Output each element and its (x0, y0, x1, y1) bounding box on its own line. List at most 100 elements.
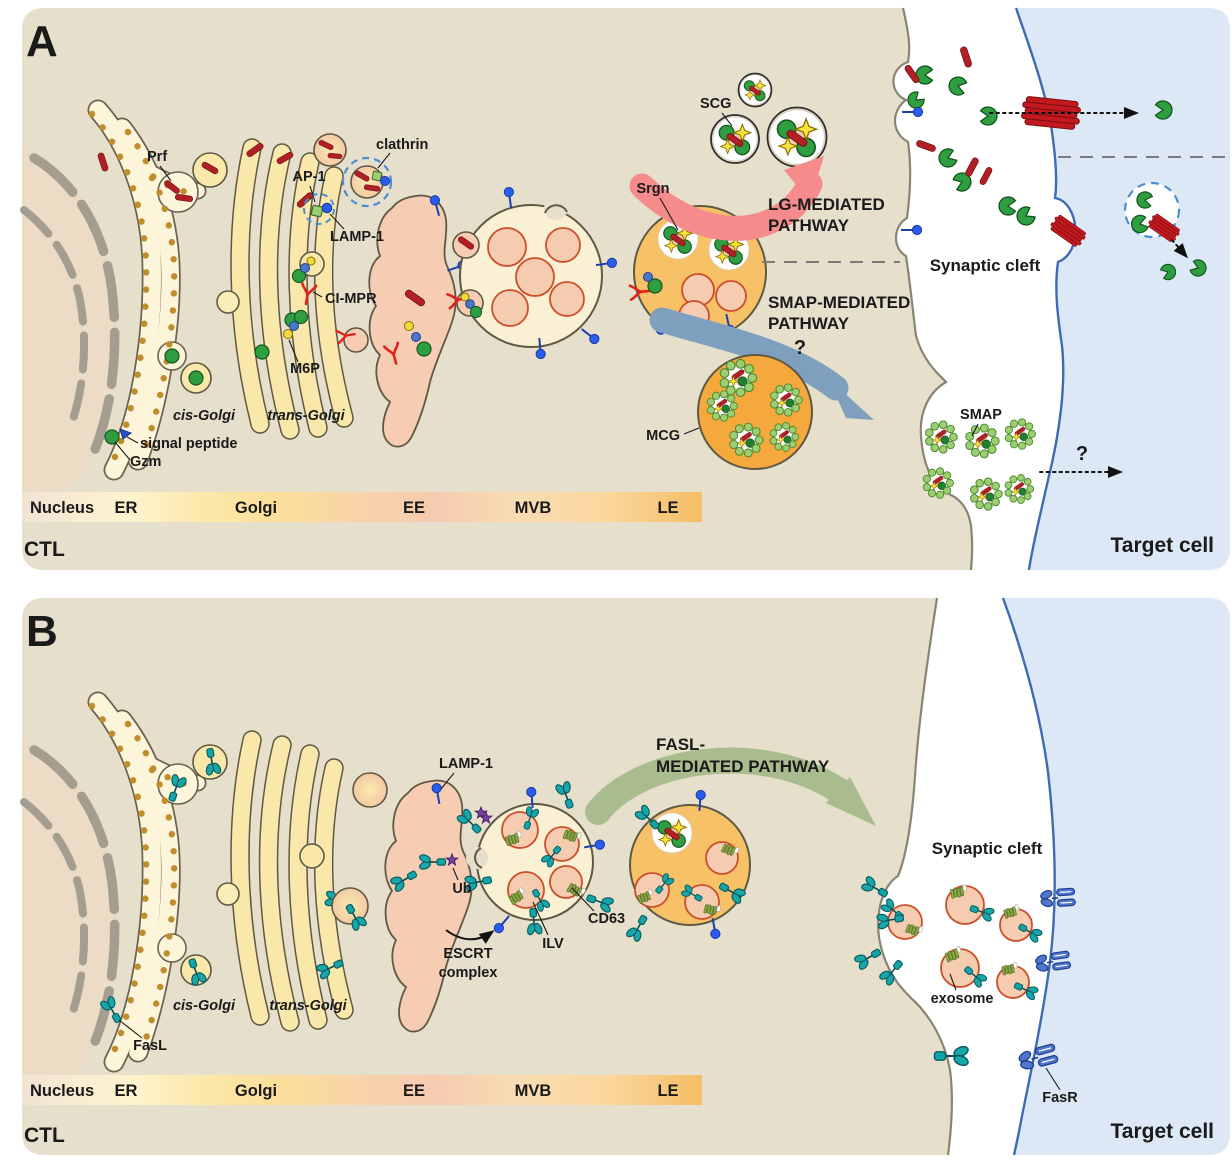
label-fasr: FasR (1042, 1090, 1078, 1106)
callout-lamp1-a (329, 213, 345, 230)
label-target-cell-b: Target cell (1111, 1120, 1214, 1143)
legend-label: MVB (515, 499, 552, 517)
clathrin-vesicle (350, 165, 384, 199)
granzyme-icon (935, 146, 959, 171)
label-lamp1-b: LAMP-1 (439, 756, 493, 772)
granzyme-icon (104, 429, 120, 445)
ctl-membrane-a (892, 7, 974, 571)
label-lamp1-a: LAMP-1 (330, 229, 384, 245)
label-ctl-a: CTL (24, 538, 65, 561)
ctl-membrane-b (877, 597, 953, 1156)
m6p-icon (411, 332, 421, 342)
mvb-notch (544, 196, 568, 220)
m6p-icon (643, 272, 653, 282)
legend-label: EE (403, 1082, 425, 1100)
label-ub: Ub (452, 881, 471, 897)
label-synaptic-cleft-b: Synaptic cleft (932, 839, 1043, 858)
target-membrane-b (1001, 597, 1056, 1156)
m6p-icon (300, 263, 310, 273)
panel-letter: B (26, 607, 58, 656)
label-smap-1: SMAP-MEDIATED (768, 293, 910, 312)
label-trans-golgi-a: trans-Golgi (267, 408, 345, 424)
label-synaptic-cleft-a: Synaptic cleft (930, 256, 1041, 275)
granzyme-icon (164, 348, 180, 364)
legend-label: LE (657, 1082, 678, 1100)
perforin-icon (327, 152, 343, 160)
lg-pathway-arrowhead (784, 156, 824, 202)
label-escrt-1: ESCRT (443, 946, 492, 962)
smap-pathway-arrow (649, 307, 849, 401)
m6p-icon (404, 321, 414, 331)
callout-signal-peptide (126, 436, 139, 444)
lamp1-icon (900, 224, 923, 236)
mvb-notch-edge (474, 847, 483, 869)
smap-pathway-arrowhead (828, 378, 874, 420)
callout-cimpr (312, 291, 323, 298)
label-ap1: AP-1 (292, 169, 325, 185)
target-cell-b (1003, 598, 1230, 1155)
label-mcg: MCG (646, 428, 680, 444)
vesicle (343, 327, 369, 353)
label-fasl-pathway-1: FASL- (656, 735, 705, 754)
callout-clathrin (377, 152, 391, 169)
granzyme-icon (416, 341, 432, 357)
label-cis-golgi-b: cis-Golgi (173, 998, 236, 1014)
label-clathrin: clathrin (376, 137, 428, 153)
smap-particle-icon (971, 478, 1003, 510)
callout-cd63 (571, 887, 595, 912)
callout-gzm (114, 441, 131, 461)
legend-label: EE (403, 499, 425, 517)
granzyme-icon (293, 309, 309, 325)
perforin-icon (978, 166, 994, 186)
legend-label: ER (115, 1082, 138, 1100)
vesicle (313, 133, 347, 167)
perforin-icon (964, 156, 980, 178)
label-fasl: FasL (133, 1038, 167, 1054)
target-cell-a (1016, 8, 1230, 570)
coat-dashed-circle (303, 193, 335, 225)
legend-label: MVB (515, 1082, 552, 1100)
callout-smap (971, 423, 979, 437)
perforin-icon (915, 139, 937, 153)
label-escrt-2: complex (439, 965, 498, 981)
granzyme-icon (188, 370, 204, 386)
compartment-legend-a (22, 492, 702, 522)
label-ctl-b: CTL (24, 1124, 65, 1147)
granzyme-icon (946, 74, 969, 98)
label-m6p: M6P (290, 361, 320, 377)
legend-label: Golgi (235, 1082, 277, 1100)
legend-label: ER (115, 499, 138, 517)
m6p-icon (465, 299, 475, 309)
scg-vesicle (766, 106, 828, 168)
mvb-notch (466, 847, 488, 869)
clathrin-coat (341, 156, 393, 208)
label-smap-particle: SMAP (960, 407, 1002, 423)
label-smap-2: PATHWAY (768, 314, 850, 333)
scg-core-icon (652, 813, 692, 853)
callout-scg (721, 112, 733, 127)
panel-letter: A (26, 17, 58, 66)
label-trans-golgi-b: trans-Golgi (269, 998, 347, 1014)
smap-particle-icon (926, 421, 958, 453)
label-question-exit: ? (1076, 443, 1088, 465)
granzyme-icon (1013, 203, 1038, 229)
panel-a: Nucleus ER Golgi EE MVB LE A Prf AP-1 LA… (22, 7, 1232, 571)
smap-particle-icon (1005, 475, 1034, 504)
mvb-notch-edge (544, 204, 568, 214)
callout-m6p (288, 339, 299, 363)
label-exosome: exosome (931, 991, 994, 1007)
granzyme-icon (998, 196, 1017, 216)
label-target-cell-a: Target cell (1111, 534, 1214, 557)
callout-prf (159, 165, 172, 182)
granzyme-icon (979, 106, 998, 126)
scg-vesicle (737, 72, 773, 108)
callout-lamp1-b (440, 772, 455, 790)
label-signal-peptide: signal peptide (140, 436, 238, 452)
callout-ilv (532, 901, 549, 936)
callout-srgn (659, 197, 679, 231)
compartment-legend-b (22, 1075, 702, 1105)
legend-label: Nucleus (30, 499, 94, 517)
granzyme-icon (469, 305, 483, 319)
